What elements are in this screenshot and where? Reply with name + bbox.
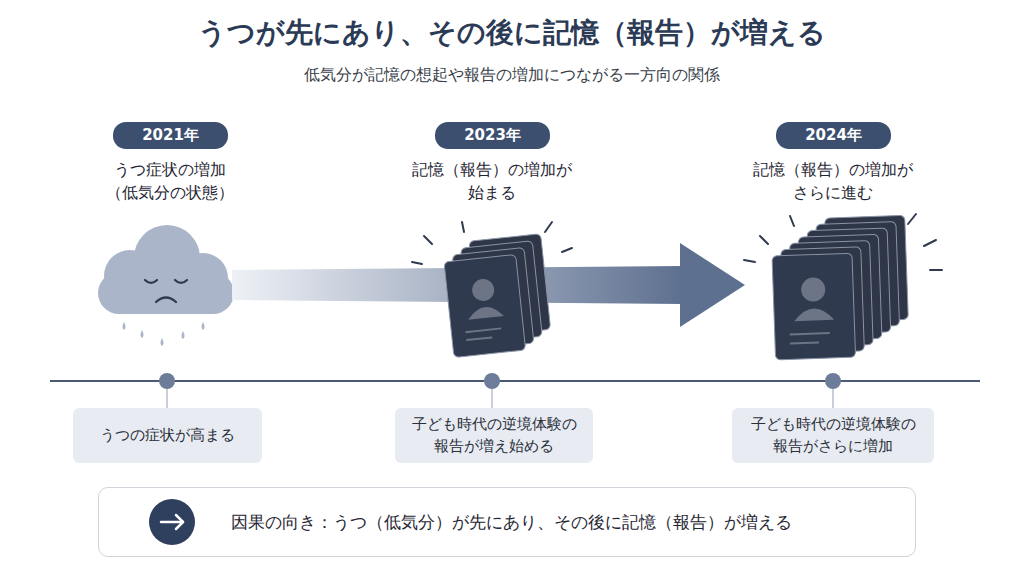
frown-mouth xyxy=(156,298,176,303)
person-shoulders xyxy=(467,305,504,320)
year-pill: 2023年 xyxy=(435,122,550,149)
burst-line xyxy=(760,236,768,244)
burst-line xyxy=(924,240,936,246)
burst-line xyxy=(545,222,552,232)
arrow-icon-circle xyxy=(149,499,195,545)
rain-drop xyxy=(161,338,164,346)
card-line xyxy=(465,328,501,332)
burst-line xyxy=(562,248,572,252)
rain-drop xyxy=(123,322,126,330)
node-text: 子ども時代の逆境体験の 報告が増え始める xyxy=(406,414,582,458)
burst-line xyxy=(462,222,464,232)
closed-eye xyxy=(145,280,157,283)
leader-line xyxy=(491,389,493,408)
diagram-title: うつが先にあり、その後に記憶（報告）が増える xyxy=(0,14,1024,52)
stage-heading: 記憶（報告）の増加が さらに進む xyxy=(748,158,918,204)
node-text: 因果の向き：うつ（低気分）が先にあり、その後に記憶（報告）が増える xyxy=(231,510,792,535)
memory-card xyxy=(444,254,526,357)
stage-heading: 記憶（報告）の増加が 始まる xyxy=(407,158,577,204)
burst-line xyxy=(930,269,942,271)
card-stack xyxy=(771,215,910,360)
person-head xyxy=(801,277,826,302)
rain-drop xyxy=(141,330,144,338)
card-line xyxy=(466,337,492,340)
timeline-dot xyxy=(159,373,175,389)
arrow-icon-shaft xyxy=(161,521,183,524)
rain-drop xyxy=(202,322,205,330)
node-text: 2021年 xyxy=(142,125,199,147)
burst-line xyxy=(412,262,422,264)
timeline-dot xyxy=(484,373,500,389)
event-box: 子ども時代の逆境体験の 報告がさらに増加 xyxy=(732,408,934,463)
person-shoulders xyxy=(794,308,834,321)
node-text: 2023年 xyxy=(464,125,521,147)
card-stack xyxy=(442,234,552,358)
leader-line xyxy=(166,389,168,408)
rain-drop xyxy=(182,331,185,339)
arrow-icon-head xyxy=(176,515,183,529)
event-box: うつの症状が高まる xyxy=(73,408,262,463)
node-text: うつの症状が高まる xyxy=(100,425,235,447)
timeline-dot xyxy=(825,373,841,389)
sad-cloud xyxy=(98,225,234,346)
person-head xyxy=(471,278,495,302)
node-text: 子ども時代の逆境体験の 報告がさらに増加 xyxy=(745,414,921,458)
card-line xyxy=(790,333,830,334)
arrow-head xyxy=(680,243,745,327)
burst-line xyxy=(424,236,432,244)
burst-line xyxy=(908,214,916,224)
stage-heading: うつ症状の増加 （低気分の状態） xyxy=(102,158,237,204)
cloud-puff xyxy=(178,253,228,303)
closed-eye xyxy=(175,280,187,283)
card-line xyxy=(790,342,819,343)
event-box: 子ども時代の逆境体験の 報告が増え始める xyxy=(395,408,593,463)
leader-line xyxy=(832,389,834,408)
burst-line xyxy=(790,216,794,226)
node-text: 2024年 xyxy=(805,125,862,147)
year-pill: 2021年 xyxy=(113,122,228,149)
year-pill: 2024年 xyxy=(776,122,891,149)
memory-card xyxy=(772,253,856,360)
subtitle: 低気分が記憶の想起や報告の増加につながる一方向の関係 xyxy=(0,63,1024,86)
causal-note-box: 因果の向き：うつ（低気分）が先にあり、その後に記憶（報告）が増える xyxy=(98,487,916,557)
burst-line xyxy=(744,260,755,262)
